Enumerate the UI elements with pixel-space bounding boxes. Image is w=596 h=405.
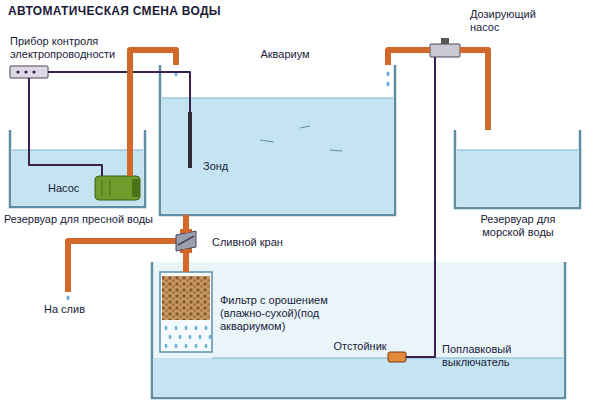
fresh-water-tank: Резервуар для пресной водыНасос xyxy=(10,130,145,207)
water-surface xyxy=(457,150,578,151)
node-label: Поплавковый выключатель xyxy=(442,343,534,369)
drain-pipe xyxy=(68,241,176,292)
signal-wire xyxy=(406,57,435,357)
node-label: Резервуар для пресной воды xyxy=(4,213,170,226)
meter-knob xyxy=(16,70,19,73)
drop xyxy=(179,335,182,339)
water-surface xyxy=(162,98,393,99)
pump-body xyxy=(95,176,140,200)
water-pipe xyxy=(388,50,430,65)
drop xyxy=(165,344,168,348)
float-switch: Поплавковый выключатель xyxy=(388,352,406,362)
node-label: Аквариум xyxy=(240,48,330,61)
meter-box xyxy=(10,66,48,78)
node-label: Прибор контроля электропроводности xyxy=(10,35,126,61)
node-label: Отстойник xyxy=(315,340,405,353)
drip xyxy=(386,72,389,77)
node-label: Фильтр с орошением (влажно-сухой)(под ак… xyxy=(220,294,345,333)
drop xyxy=(209,335,212,339)
tank-wall xyxy=(152,262,565,398)
valve-handle xyxy=(178,236,194,245)
tank-wall xyxy=(160,65,395,215)
water xyxy=(457,150,578,206)
node-label: Резервуар для морской воды xyxy=(460,213,576,239)
drop xyxy=(175,344,178,348)
signal-wire xyxy=(29,78,102,176)
tank-wall xyxy=(455,130,580,208)
water-surface xyxy=(12,150,143,151)
fish xyxy=(260,126,342,151)
node-label: Зонд xyxy=(203,160,243,173)
water-pipe xyxy=(460,50,488,130)
meter-knob xyxy=(32,70,35,73)
drop xyxy=(185,344,188,348)
water xyxy=(162,98,393,213)
meter-knob xyxy=(24,70,27,73)
dosing-pump: Дозирующий насос xyxy=(430,44,460,57)
drop xyxy=(189,335,192,339)
probe-rod xyxy=(188,112,192,168)
drop xyxy=(195,326,198,330)
drain-label: На слив xyxy=(44,303,85,316)
node-label: Насос xyxy=(48,182,93,195)
pump-rib xyxy=(102,180,103,196)
drop xyxy=(195,344,198,348)
pump: Насос xyxy=(95,176,140,200)
drip xyxy=(386,82,389,87)
dosing-pump-body xyxy=(430,44,460,57)
filter-media xyxy=(162,276,210,320)
dosing-pump-motor xyxy=(441,38,449,44)
tank-wall xyxy=(10,130,145,207)
node-label: Дозирующий насос xyxy=(470,8,550,34)
trickle-filter: Фильтр с орошением (влажно-сухой)(под ак… xyxy=(160,272,212,352)
pump-end xyxy=(132,179,140,197)
drop xyxy=(205,344,208,348)
drain-valve: Сливной кран xyxy=(176,233,196,249)
filter-body xyxy=(160,272,212,352)
node-label: Сливной кран xyxy=(212,236,304,249)
water xyxy=(12,150,143,205)
valve-body xyxy=(176,231,196,251)
drip xyxy=(66,296,69,301)
aquarium-tank: АквариумЗонд xyxy=(160,65,395,215)
probe: Зонд xyxy=(184,112,196,170)
water-pipe xyxy=(130,50,176,176)
drop xyxy=(205,326,208,330)
float-switch-body xyxy=(388,352,406,362)
drop xyxy=(169,335,172,339)
drop xyxy=(185,326,188,330)
sea-water-tank: Резервуар для морской воды xyxy=(455,130,580,208)
water-drops xyxy=(165,326,212,348)
drop xyxy=(199,335,202,339)
pump-rib xyxy=(110,180,111,196)
water-pipe xyxy=(183,215,189,233)
drop xyxy=(175,326,178,330)
water-pipe xyxy=(183,249,189,272)
conductivity-meter: Прибор контроля электропроводности xyxy=(10,66,48,78)
drop xyxy=(165,326,168,330)
sump-tank: Отстойник Фильтр с орошением (влажно-сухо… xyxy=(152,262,565,398)
signal-wire xyxy=(48,72,190,112)
diagram-title: АВТОМАТИЧЕСКАЯ СМЕНА ВОДЫ xyxy=(8,5,221,18)
